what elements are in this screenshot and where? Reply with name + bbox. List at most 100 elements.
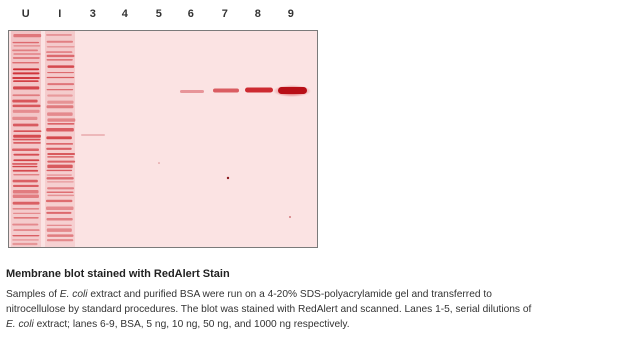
protein-band xyxy=(12,163,38,165)
protein-band xyxy=(12,49,38,52)
protein-band xyxy=(46,46,75,48)
protein-band xyxy=(13,130,42,132)
protein-band xyxy=(13,53,41,55)
protein-band xyxy=(46,34,72,36)
protein-band xyxy=(47,152,76,155)
caption-line3-suffix: extract; lanes 6-9, BSA, 5 ng, 10 ng, 50… xyxy=(33,319,350,330)
bsa-band-lane-8 xyxy=(245,87,273,93)
caption-line1-prefix: Samples of xyxy=(6,289,60,300)
protein-band xyxy=(12,41,40,44)
protein-band xyxy=(12,68,40,71)
caption-line2: nitrocellulose by standard procedures. T… xyxy=(6,304,532,315)
protein-band xyxy=(46,174,72,176)
protein-band xyxy=(46,228,72,232)
protein-band xyxy=(46,128,74,132)
lane-3-bands xyxy=(81,134,105,136)
protein-band xyxy=(12,223,39,226)
protein-band xyxy=(46,54,75,58)
blot-illustration xyxy=(9,31,317,247)
lane-label-i: I xyxy=(58,8,62,20)
protein-band xyxy=(12,104,41,108)
lane-label-3: 3 xyxy=(89,8,97,20)
protein-band xyxy=(46,199,73,203)
protein-band xyxy=(12,239,39,241)
protein-band xyxy=(47,65,75,68)
lane-labels: U I 3 4 5 6 7 8 9 xyxy=(0,8,330,24)
protein-band xyxy=(13,159,40,162)
bsa-bands xyxy=(180,85,311,97)
lane-label-4: 4 xyxy=(121,8,129,20)
protein-band xyxy=(13,45,41,47)
protein-band xyxy=(47,118,76,122)
protein-band xyxy=(46,217,73,221)
protein-band xyxy=(46,181,74,183)
protein-band xyxy=(12,94,40,97)
protein-band xyxy=(47,164,73,169)
caption-species-1: E. coli xyxy=(59,289,88,300)
protein-band xyxy=(12,212,41,215)
protein-band xyxy=(12,99,38,103)
protein-band xyxy=(12,242,38,246)
protein-band xyxy=(13,134,41,138)
protein-band xyxy=(46,89,74,91)
lane-i-bands xyxy=(46,34,76,242)
protein-band xyxy=(12,169,39,172)
protein-band xyxy=(46,143,74,145)
protein-band xyxy=(46,206,74,211)
protein-band xyxy=(12,62,40,64)
lane-label-u: U xyxy=(21,8,31,20)
protein-band xyxy=(12,184,39,188)
protein-band xyxy=(13,80,39,82)
protein-band xyxy=(46,59,73,61)
lane-u-bands xyxy=(12,34,42,246)
protein-band xyxy=(46,211,72,214)
speck xyxy=(289,216,291,218)
protein-band xyxy=(46,224,72,226)
protein-band xyxy=(12,208,40,210)
lane-label-9: 9 xyxy=(287,8,295,20)
protein-band xyxy=(46,76,75,79)
lane-label-6: 6 xyxy=(187,8,195,20)
protein-band xyxy=(47,72,75,74)
protein-band xyxy=(47,234,74,237)
protein-band xyxy=(12,194,39,198)
protein-band xyxy=(46,136,72,140)
lane-label-7: 7 xyxy=(221,8,229,20)
bsa-band-lane-9 xyxy=(278,87,307,94)
protein-band xyxy=(12,148,39,151)
protein-band xyxy=(13,216,39,219)
protein-band xyxy=(46,40,74,43)
protein-band xyxy=(13,174,40,176)
protein-band xyxy=(46,169,73,172)
protein-band xyxy=(13,34,42,38)
protein-band xyxy=(47,194,75,197)
protein-band xyxy=(12,76,40,79)
protein-band xyxy=(47,156,74,158)
protein-band xyxy=(47,187,75,190)
protein-band xyxy=(13,86,40,90)
protein-band xyxy=(47,100,74,104)
lane-3-faint-band xyxy=(81,134,105,136)
lane-label-5: 5 xyxy=(155,8,163,20)
protein-band xyxy=(12,165,38,168)
protein-band xyxy=(47,160,76,163)
protein-band xyxy=(12,190,39,194)
protein-band xyxy=(12,57,40,59)
protein-band xyxy=(12,138,41,141)
protein-band xyxy=(12,201,40,205)
protein-band xyxy=(12,123,39,127)
protein-band xyxy=(13,153,40,156)
protein-band xyxy=(46,239,74,242)
protein-band xyxy=(46,51,73,53)
protein-band xyxy=(12,116,38,121)
protein-band xyxy=(46,191,74,193)
lane-label-8: 8 xyxy=(254,8,262,20)
speck xyxy=(158,162,160,164)
bsa-band-lane-7 xyxy=(213,88,239,93)
caption-title: Membrane blot stained with RedAlert Stai… xyxy=(6,268,230,280)
caption-body: Samples of E. coli extract and purified … xyxy=(6,287,634,332)
protein-band xyxy=(12,235,40,237)
protein-band xyxy=(12,179,38,183)
bsa-band-lane-6 xyxy=(180,90,204,93)
protein-band xyxy=(47,83,75,86)
